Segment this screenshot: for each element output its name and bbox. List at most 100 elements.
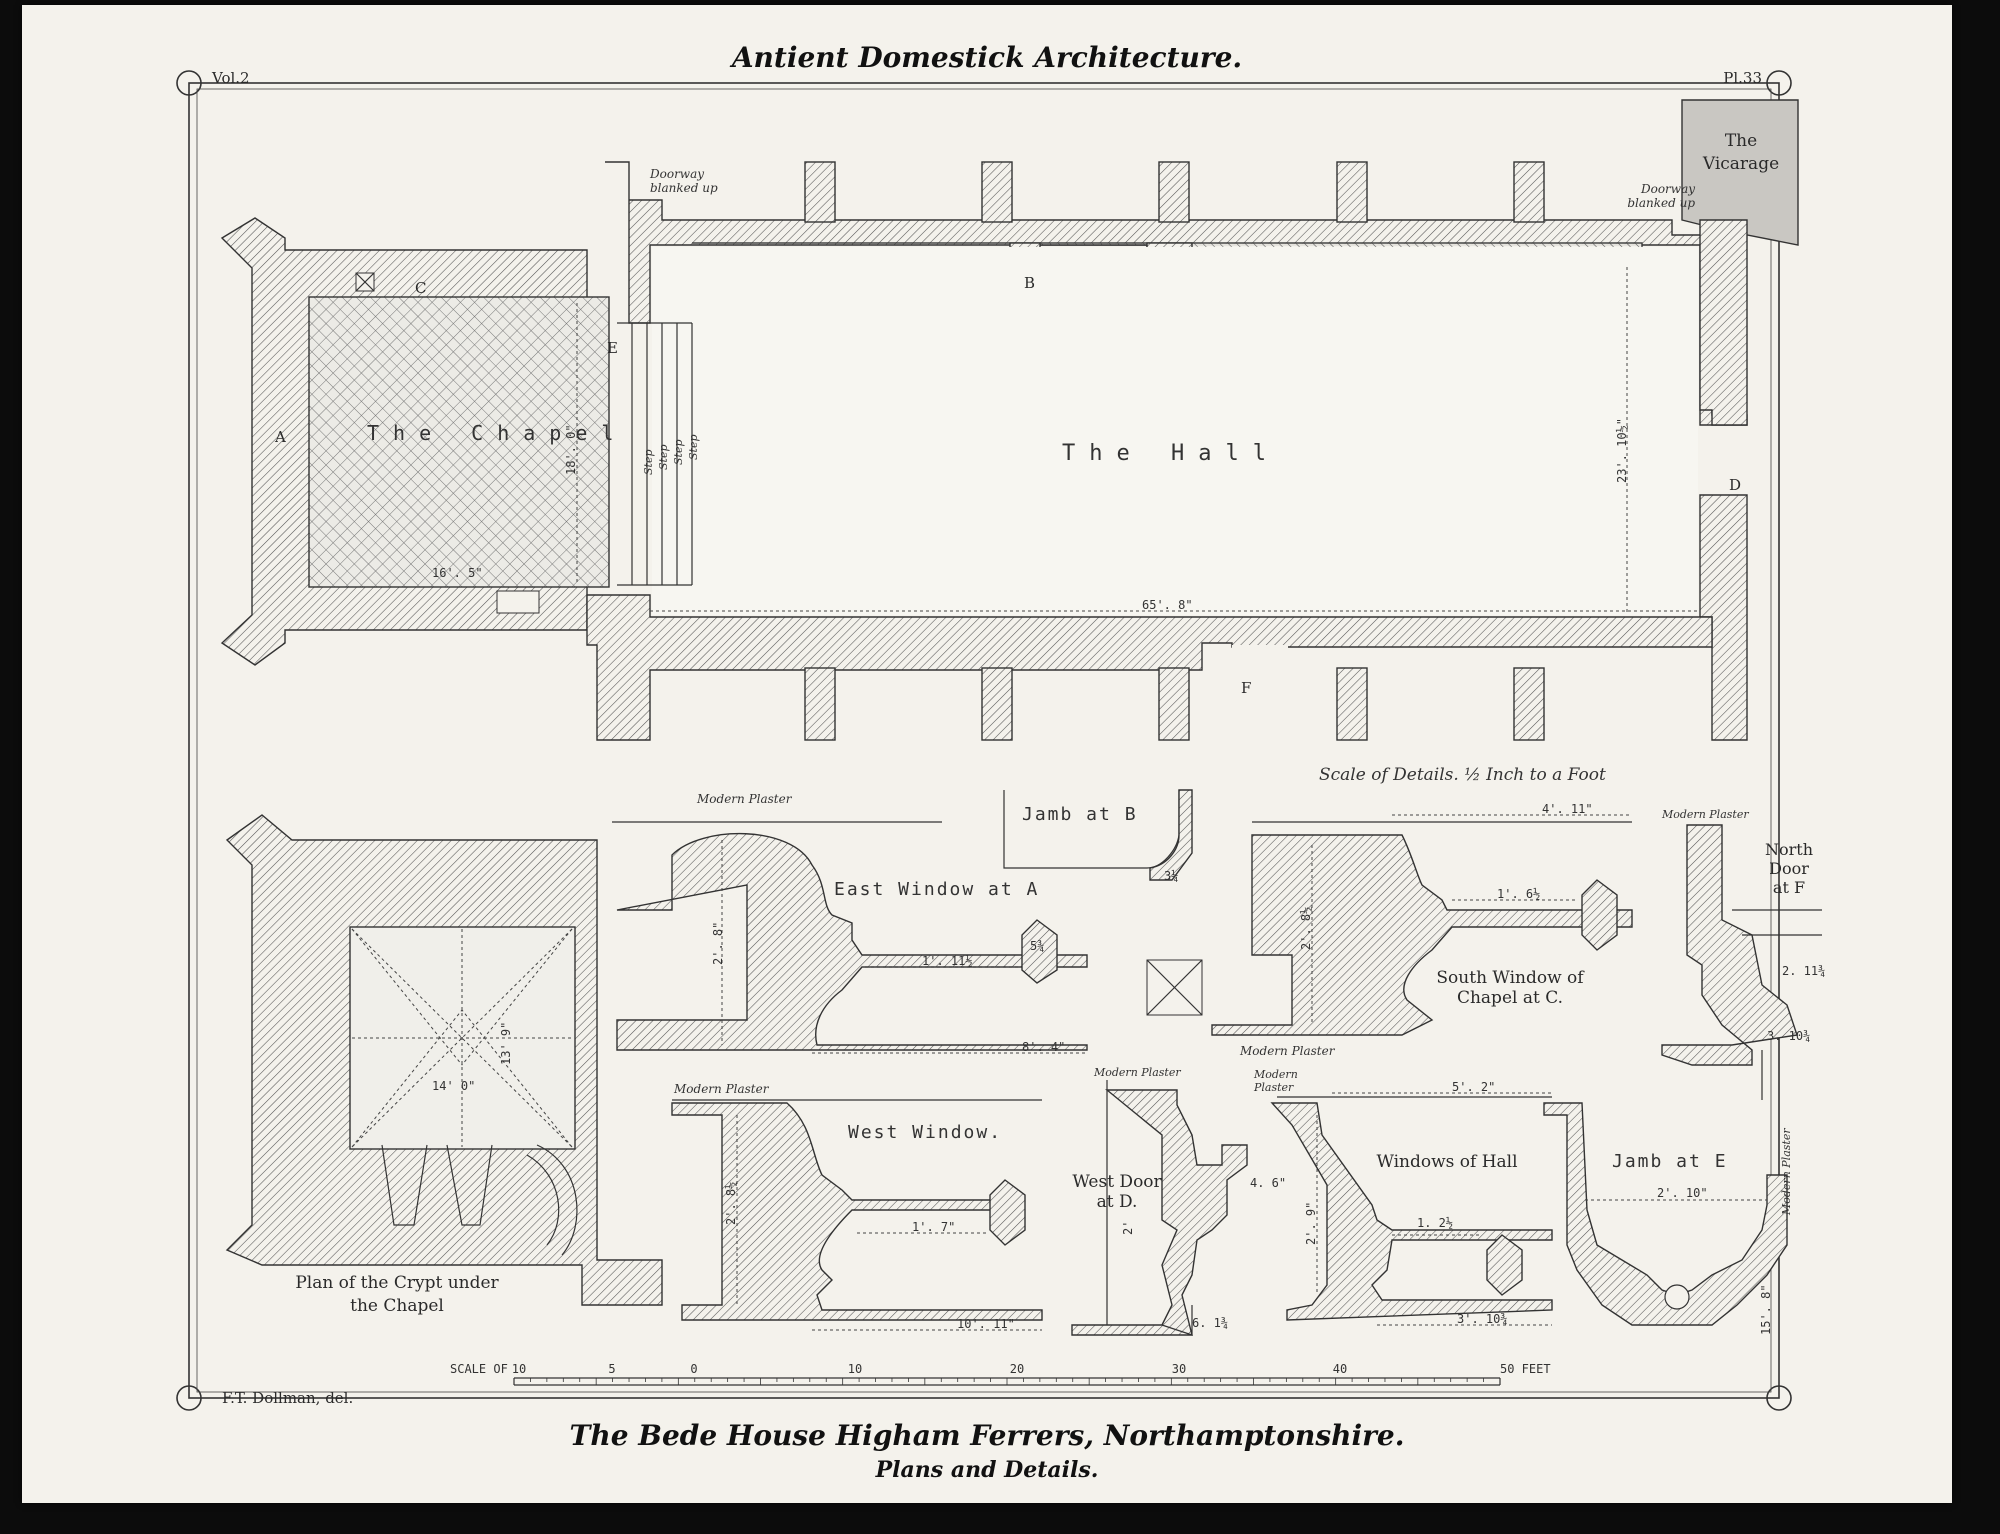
details-scale-note: Scale of Details. ½ Inch to a Foot — [1319, 765, 1606, 785]
chapel-floor — [308, 296, 610, 588]
step-label-4: Step — [687, 434, 700, 460]
hall-south-wall — [586, 594, 1713, 741]
east-window-plaster: Modern Plaster — [696, 792, 793, 806]
marker-e: E — [607, 339, 618, 357]
scale-tick-label: 5 — [608, 1362, 615, 1376]
windows-hall-dim-2: 2'. 9" — [1304, 1202, 1318, 1245]
windows-hall-dim-1: 5'. 2" — [1452, 1080, 1495, 1094]
north-door-dim-1: 2. 11¾ — [1782, 964, 1825, 978]
windows-hall-title: Windows of Hall — [1376, 1152, 1517, 1172]
scale-tick-label: 10 — [848, 1362, 862, 1376]
doorway-note-right-1: Doorway — [1640, 182, 1695, 196]
marker-b: B — [1024, 274, 1035, 292]
hall-floor — [652, 247, 1698, 615]
detail-west-door: West Door at D. 4. 6" 2' 6. 1¾ Modern Pl… — [1071, 1066, 1286, 1336]
vicarage-block — [1681, 99, 1799, 246]
hall-steps — [617, 322, 693, 586]
doorway-note-right-2: blanked up — [1627, 196, 1695, 210]
north-door-title-2: Door — [1769, 859, 1809, 878]
scale-tick-label: 10 — [512, 1362, 526, 1376]
west-window-dim-1: 2'. 8½ — [724, 1182, 738, 1225]
windows-hall-modern: Modern — [1253, 1068, 1298, 1081]
north-door-dim-2: 3. 10¾ — [1767, 1029, 1810, 1043]
west-door-title-2: at D. — [1097, 1192, 1138, 1212]
doorway-note-left-1: Doorway — [649, 167, 704, 181]
scale-tick-label: 20 — [1010, 1362, 1024, 1376]
plate-drawing: Antient Domestick Architecture. Vol.2 Pl… — [176, 41, 1825, 1483]
border-frame — [176, 70, 1792, 1411]
west-window-title: West Window. — [848, 1122, 1002, 1143]
crypt-dim-width: 14' 0" — [432, 1079, 475, 1093]
vicarage-label-1: The — [1725, 131, 1757, 151]
delineator-credit: F.T. Dollman, del. — [222, 1389, 353, 1407]
marker-a: A — [274, 428, 286, 446]
scale-tick-label: 40 — [1333, 1362, 1347, 1376]
south-buttresses — [804, 667, 1545, 741]
windows-hall-dim-3: 1. 2½ — [1417, 1216, 1453, 1230]
east-window-dim-4: 8'. 4" — [1022, 1040, 1065, 1054]
west-window-plaster: Modern Plaster — [673, 1082, 770, 1096]
doorway-note-left-2: blanked up — [650, 181, 718, 195]
detail-windows-of-hall: 5'. 2" 2'. 9" 1. 2½ 3'. 10¾ Windows of H… — [1253, 1068, 1553, 1326]
crypt-title-1: Plan of the Crypt under — [295, 1273, 499, 1293]
west-window-dim-2: 1'. 7" — [912, 1220, 955, 1234]
east-window-dim-2: 1'. 11½ — [922, 954, 973, 968]
plate-number: Pl.33 — [1723, 69, 1762, 87]
jamb-b-title: Jamb at B — [1022, 804, 1138, 825]
chapel-label: The Chapel — [367, 421, 627, 445]
step-label-3: Step — [672, 439, 685, 465]
detail-jamb-b: Jamb at B 3¼ — [1003, 789, 1193, 883]
east-window-dim-3: 5¾ — [1030, 939, 1044, 953]
step-label-2: Step — [657, 444, 670, 470]
west-door-title-1: West Door — [1072, 1172, 1162, 1192]
north-door-title-3: at F — [1773, 878, 1805, 897]
vicarage-label-2: Vicarage — [1702, 154, 1779, 174]
detail-east-window: 2'. 8" 1'. 11½ 5¾ 8'. 4" East Window at … — [612, 792, 1088, 1054]
chapel-depth-dim: 18'. 0" — [564, 424, 578, 475]
hall-label: The Hall — [1062, 441, 1280, 466]
hall-width-dim: 23'. 10½" — [1615, 418, 1629, 483]
north-buttresses — [804, 161, 1545, 223]
marker-d: D — [1729, 476, 1741, 494]
scale-tick-label: 30 — [1172, 1362, 1186, 1376]
south-window-title-1: South Window of — [1436, 968, 1585, 988]
west-door-plaster: Modern Plaster — [1093, 1066, 1181, 1079]
windows-hall-plaster: Plaster — [1253, 1081, 1294, 1094]
south-window-dim-1: 4'. 11" — [1542, 802, 1593, 816]
jamb-e-title: Jamb at E — [1612, 1151, 1728, 1172]
west-door-dim-2: 2' — [1121, 1221, 1135, 1235]
series-title: Antient Domestick Architecture. — [729, 41, 1242, 74]
crypt-plan: 14' 0" 13' 9" Plan of the Crypt under th… — [225, 814, 663, 1316]
north-door-plaster: Modern Plaster — [1661, 808, 1749, 821]
plate-subtitle: Plans and Details. — [875, 1457, 1099, 1483]
west-window-dim-3: 10'. 11" — [957, 1317, 1015, 1331]
north-door-title-1: North — [1765, 840, 1813, 859]
crypt-dim-depth: 13' 9" — [499, 1022, 513, 1065]
scale-bar: SCALE OF 10 5 0 10 20 30 40 50 FEET — [450, 1362, 1551, 1386]
ground-plan: The Vicarage The Chapel 18'. 0" 16'. 5" — [220, 99, 1799, 741]
hall-length-dim: 65'. 8" — [1142, 598, 1193, 612]
south-window-dim-3: 2'. 8½ — [1299, 907, 1313, 950]
detail-west-window: 2'. 8½ 1'. 7" 10'. 11" West Window. Mode… — [671, 1082, 1043, 1331]
detail-south-window: 4'. 11" 1'. 6½ 2'. 8½ South Window of Ch… — [1146, 802, 1633, 1058]
plate-main-title: The Bede House Higham Ferrers, Northampt… — [570, 1419, 1405, 1452]
south-window-dim-2: 1'. 6½ — [1497, 887, 1540, 901]
west-door-dim-1: 4. 6" — [1250, 1176, 1286, 1190]
scale-tick-label: 0 — [690, 1362, 697, 1376]
east-window-title: East Window at A — [834, 879, 1039, 900]
south-window-title-2: Chapel at C. — [1457, 988, 1563, 1008]
step-label-1: Step — [642, 449, 655, 475]
east-window-dim-1: 2'. 8" — [711, 922, 725, 965]
scale-bar-label: SCALE OF — [450, 1362, 508, 1376]
crypt-title-2: the Chapel — [350, 1296, 444, 1316]
jamb-e-plaster: Modern Plaster — [1780, 1128, 1793, 1216]
scale-tick-label: 50 FEET — [1500, 1362, 1551, 1376]
chapel-width-dim: 16'. 5" — [432, 566, 483, 580]
engraved-plate: Antient Domestick Architecture. Vol.2 Pl… — [22, 5, 1952, 1503]
windows-hall-dim-4: 3'. 10¾ — [1457, 1312, 1508, 1326]
detail-north-door: North Door at F 2. 11¾ 3. 10¾ Modern Pla… — [1661, 808, 1825, 1100]
jamb-b-dim: 3¼ — [1164, 869, 1178, 883]
marker-f: F — [1241, 679, 1251, 697]
west-door-dim-3: 6. 1¾ — [1192, 1316, 1228, 1330]
jamb-e-dim-1: 2'. 10" — [1657, 1186, 1708, 1200]
